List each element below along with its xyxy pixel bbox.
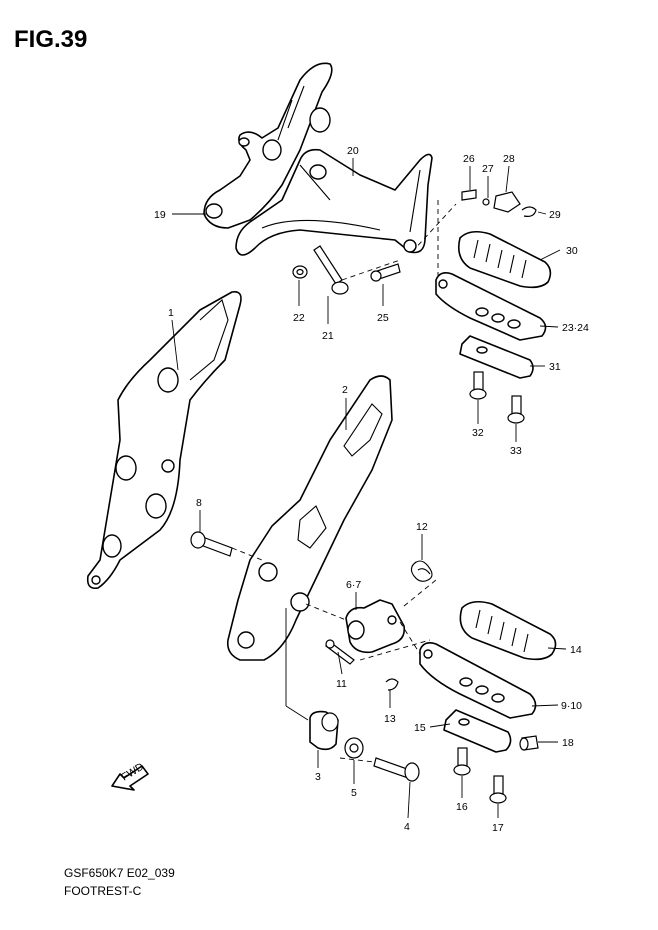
callout-12: 12 [416, 521, 428, 533]
part-22-washer [292, 265, 308, 279]
part-11-pin [325, 639, 355, 665]
callout-13: 13 [384, 713, 396, 725]
part-18-bolt [519, 735, 539, 751]
part-4-bolt [373, 757, 420, 782]
callout-26: 26 [463, 153, 475, 165]
part-31-plate [459, 335, 534, 379]
callout-31: 31 [549, 361, 561, 373]
part-28-plate [493, 191, 521, 213]
callout-14: 14 [570, 644, 582, 656]
part-8-bolt [190, 531, 233, 557]
part-9-10-footpeg [419, 642, 537, 719]
part-5-washer [344, 737, 364, 759]
callout-9-10: 9·10 [561, 700, 582, 712]
callout-17: 17 [492, 822, 504, 834]
callout-30: 30 [566, 245, 578, 257]
callout-15: 15 [414, 722, 426, 734]
figure-title: FIG.39 [14, 26, 88, 53]
part-2-footrest-bracket [226, 375, 393, 661]
part-3-collar [309, 710, 339, 751]
part-16-bolt [453, 747, 471, 776]
fwd-arrow-icon: FWD [111, 760, 149, 791]
callout-1: 1 [168, 307, 174, 319]
section-name: FOOTREST-C [64, 884, 142, 898]
part-17-bolt [489, 775, 507, 804]
callout-28: 28 [503, 153, 515, 165]
callout-20: 20 [347, 145, 359, 157]
callout-8: 8 [196, 497, 202, 509]
model-code: GSF650K7 E02_039 [64, 866, 175, 880]
part-32-bolt [469, 371, 487, 400]
callout-29: 29 [549, 209, 561, 221]
part-13-clip [385, 678, 399, 691]
callout-11: 11 [336, 678, 347, 690]
part-19-bracket [203, 62, 333, 229]
callout-21: 21 [322, 330, 334, 342]
part-27-ball [482, 198, 490, 206]
part-20-bracket [235, 148, 433, 256]
callout-25: 25 [377, 312, 389, 324]
callout-5: 5 [351, 787, 357, 799]
callout-4: 4 [404, 821, 410, 833]
part-25-pin [370, 263, 401, 282]
part-33-bolt [507, 395, 525, 424]
part-1-footrest-plate [86, 290, 242, 590]
callout-22: 22 [293, 312, 305, 324]
part-30-footpeg-rubber [457, 230, 552, 289]
callout-labels: 19 20 22 21 25 26 27 28 29 30 23·24 31 3… [154, 145, 589, 834]
callout-18: 18 [562, 737, 574, 749]
callout-3: 3 [315, 771, 321, 783]
part-26-spring [461, 189, 477, 201]
part-14-footpeg-rubber [459, 600, 557, 661]
callout-23-24: 23·24 [562, 322, 589, 334]
callout-6-7: 6·7 [346, 579, 361, 591]
callout-19: 19 [154, 209, 166, 221]
part-6-7-holder [345, 599, 406, 654]
callout-33: 33 [510, 445, 522, 457]
callout-32: 32 [472, 427, 484, 439]
leader-lines [171, 158, 567, 819]
part-12-spring [410, 560, 433, 582]
part-29-clip [521, 206, 537, 217]
callout-2: 2 [342, 384, 348, 396]
part-21-bolt [313, 245, 349, 295]
callout-27: 27 [482, 163, 494, 175]
part-15-plate [443, 709, 512, 753]
part-23-24-footpeg [435, 272, 547, 341]
callout-16: 16 [456, 801, 468, 813]
alignment-lines [231, 200, 457, 763]
